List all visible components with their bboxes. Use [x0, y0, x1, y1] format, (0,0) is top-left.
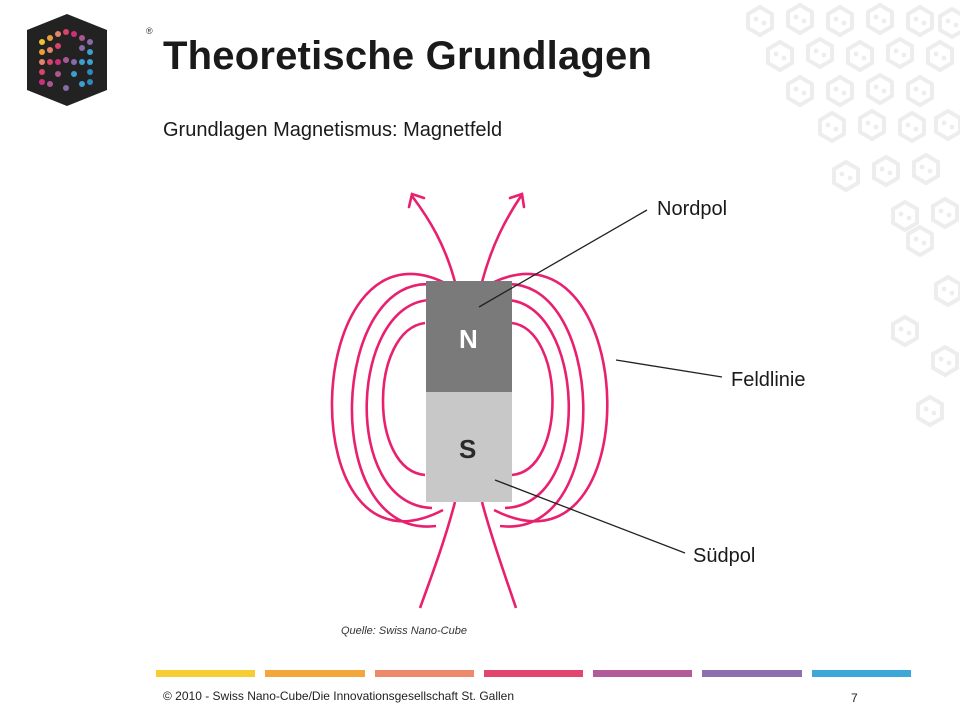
logo-word-swiss: swiss	[114, 39, 152, 55]
pole-label-south: S	[459, 434, 477, 464]
leader-line-suedpol	[494, 479, 686, 554]
field-line-bottom-right	[480, 501, 518, 609]
field-line-right-4	[493, 272, 609, 523]
field-line-right-2	[504, 298, 571, 510]
callout-nordpol: Nordpol	[657, 198, 728, 220]
footer-bar-4	[483, 670, 584, 677]
footer-bar-2	[265, 670, 365, 677]
callout-suedpol: Südpol	[693, 545, 756, 567]
leader-lines	[478, 209, 723, 554]
arrowhead-top-left	[407, 192, 426, 209]
footer-bar-6	[702, 670, 802, 677]
magnet-south-half	[426, 392, 512, 502]
footer-bar-1	[156, 670, 256, 677]
logo-word-nano: nano	[114, 53, 147, 69]
field-line-top-left	[410, 195, 457, 283]
swiss-nano-cube-logo: swiss nano cube ®	[27, 14, 153, 106]
field-line-right-3	[499, 283, 585, 528]
pole-label-north: N	[459, 324, 478, 354]
registered-mark: ®	[146, 26, 153, 36]
arrowheads	[407, 192, 526, 209]
field-line-right-1	[511, 321, 554, 477]
page-number: 7	[851, 691, 858, 705]
field-line-top-right	[480, 195, 523, 283]
arrowhead-top-right	[508, 192, 526, 209]
field-lines	[330, 195, 609, 609]
footer-bar-5	[593, 670, 693, 677]
slide-subtitle: Grundlagen Magnetismus: Magnetfeld	[163, 119, 503, 141]
footer-color-bars	[156, 670, 911, 677]
field-line-bottom-left	[418, 501, 457, 609]
slide-title: Theoretische Grundlagen	[163, 34, 653, 78]
field-line-left-3	[350, 283, 437, 528]
callout-feldlinie: Feldlinie	[731, 369, 806, 391]
leader-line-nordpol	[478, 209, 648, 308]
logo-word-cube: cube	[114, 67, 147, 83]
footer-bar-3	[374, 670, 474, 677]
leader-line-feldlinie	[615, 359, 723, 378]
field-line-left-4	[330, 272, 444, 523]
footer-bar-7	[811, 670, 911, 677]
source-caption: Quelle: Swiss Nano-Cube	[341, 625, 467, 637]
magnet-north-half	[426, 281, 512, 392]
footer-copyright: © 2010 - Swiss Nano-Cube/Die Innovations…	[163, 689, 515, 703]
field-line-left-2	[365, 298, 433, 510]
field-line-left-1	[381, 321, 426, 477]
